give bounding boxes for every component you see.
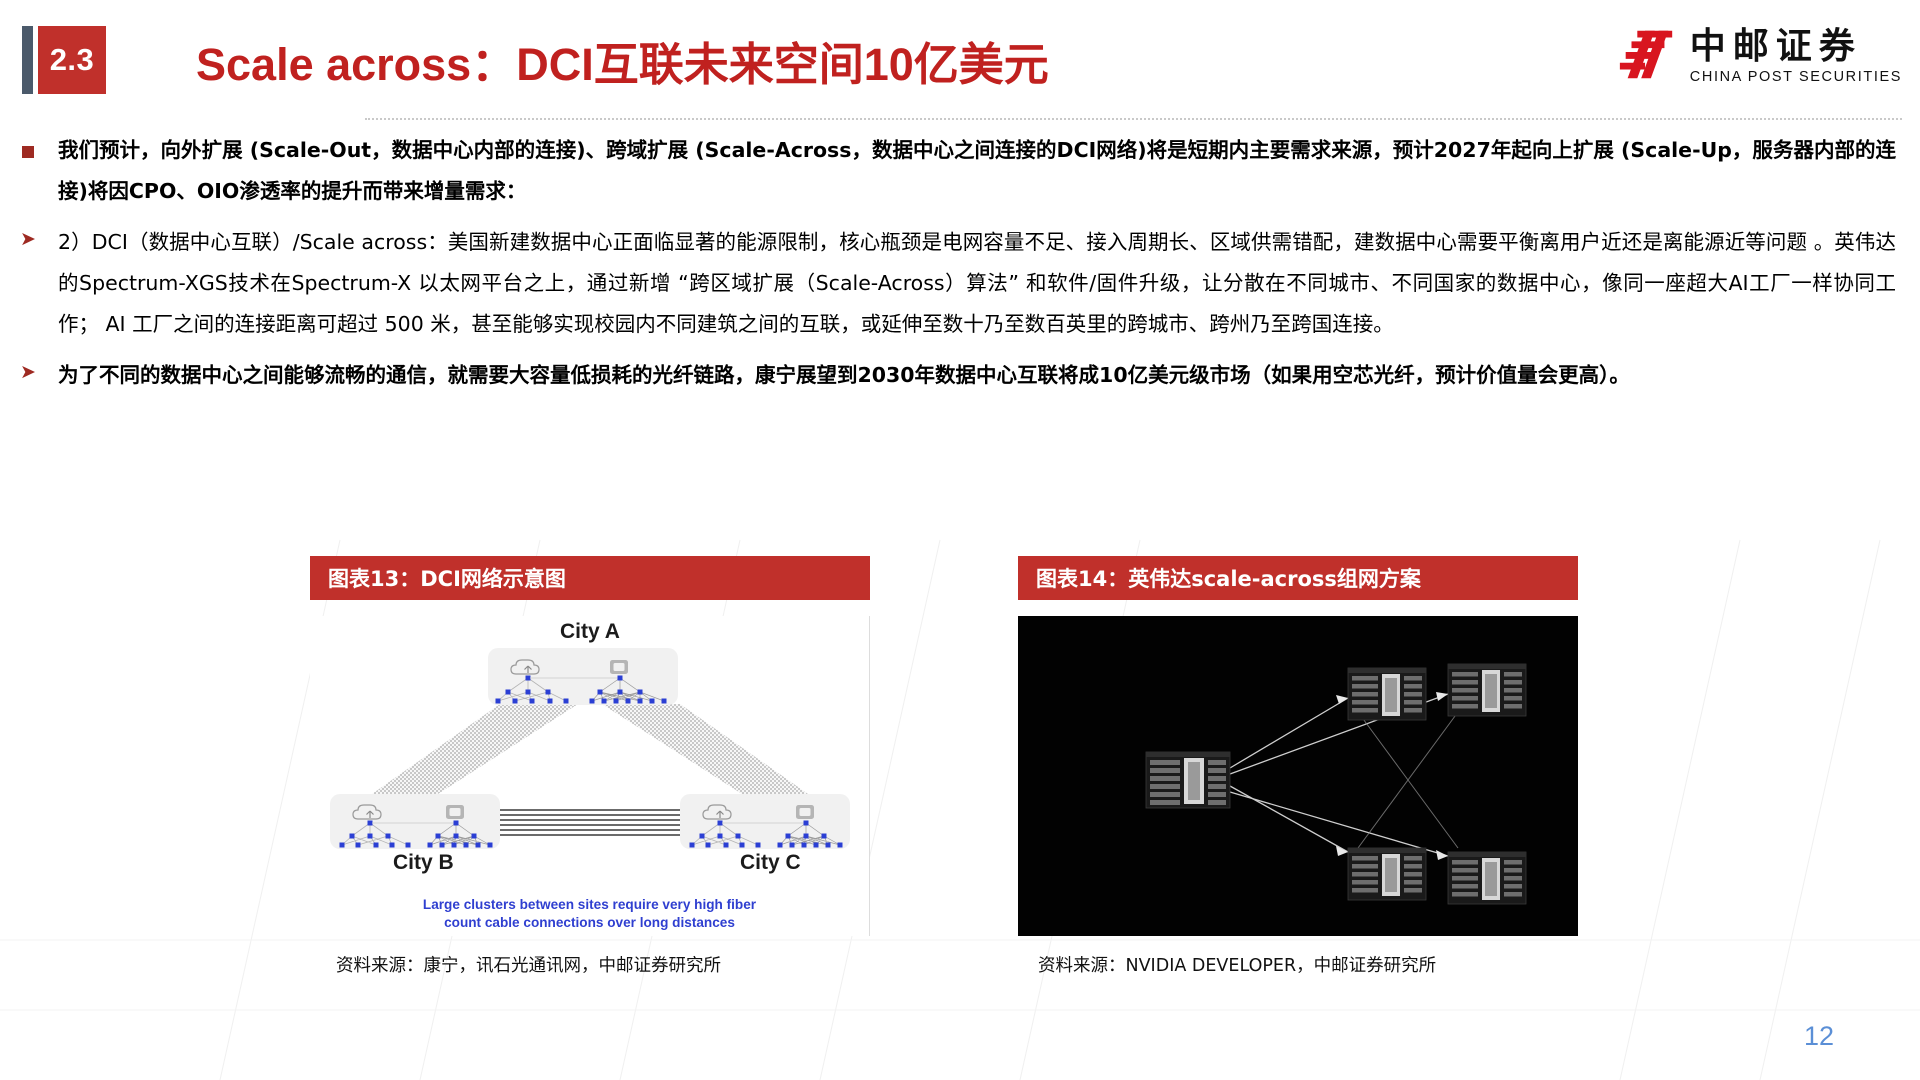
page-number: 12 [1803,1021,1834,1051]
city-c-label: City C [740,851,801,874]
section-number: 2.3 [38,26,106,94]
body-paragraph-3-text: 为了不同的数据中心之间能够流畅的通信，就需要大容量低损耗的光纤链路，康宁展望到2… [58,363,1630,387]
rack-bottom-right [1447,851,1527,905]
figure-14-image [1018,616,1578,936]
company-logo: 中邮证券 CHINA POST SECURITIES [1616,22,1902,84]
rack-top-left [1347,667,1427,721]
header-divider [365,118,1902,120]
body-paragraph-1-text: 我们预计，向外扩展 (Scale-Out，数据中心内部的连接)、跨域扩展 (Sc… [58,138,1896,203]
figure-14: 图表14：英伟达scale-across组网方案 [1018,556,1578,977]
dci-caption: Large clusters between sites require ver… [310,896,869,932]
slide-body: 我们预计，向外扩展 (Scale-Out，数据中心内部的连接)、跨域扩展 (Sc… [0,130,1920,403]
nvidia-scale-across-diagram [1018,616,1578,936]
figure-14-title: 图表14：英伟达scale-across组网方案 [1018,556,1578,600]
body-paragraph-3: ➤ 为了不同的数据中心之间能够流畅的通信，就需要大容量低损耗的光纤链路，康宁展望… [0,355,1920,396]
arrow-bullet-icon: ➤ [20,228,36,250]
logo-english-name: CHINA POST SECURITIES [1689,68,1902,85]
section-badge: 2.3 [22,26,106,94]
section-badge-bar [22,26,33,94]
dci-caption-line-2: count cable connections over long distan… [444,915,735,930]
figure-13: 图表13：DCI网络示意图 [310,556,870,977]
dci-network-diagram [330,648,850,849]
city-a-label: City A [560,620,620,643]
rack-bottom-left [1347,847,1427,901]
arrow-bullet-icon: ➤ [20,361,36,383]
figure-13-image: City A City B City C Large clusters betw… [310,616,870,936]
rack-center [1145,751,1231,809]
city-b-label: City B [393,851,454,874]
slide-header: 2.3 Scale across：DCI互联未来空间10亿美元 中邮证券 CHI… [0,0,1920,120]
body-paragraph-2: ➤ 2）DCI（数据中心互联）/Scale across：美国新建数据中心正面临… [0,222,1920,345]
rack-top-right [1447,663,1527,717]
dci-caption-line-1: Large clusters between sites require ver… [422,897,757,912]
figure-13-title: 图表13：DCI网络示意图 [310,556,870,600]
body-paragraph-1: 我们预计，向外扩展 (Scale-Out，数据中心内部的连接)、跨域扩展 (Sc… [0,130,1920,212]
section-badge-gap [33,26,38,94]
square-bullet-icon [22,146,34,158]
page-title: Scale across：DCI互联未来空间10亿美元 [196,39,1049,90]
body-paragraph-2-text: 2）DCI（数据中心互联）/Scale across：美国新建数据中心正面临显著… [58,230,1896,336]
logo-chinese-name: 中邮证券 [1689,25,1862,67]
figure-13-source: 资料来源：康宁，讯石光通讯网，中邮证券研究所 [336,956,721,976]
china-post-logo-icon [1619,30,1672,79]
figure-14-source: 资料来源：NVIDIA DEVELOPER，中邮证券研究所 [1038,956,1437,976]
